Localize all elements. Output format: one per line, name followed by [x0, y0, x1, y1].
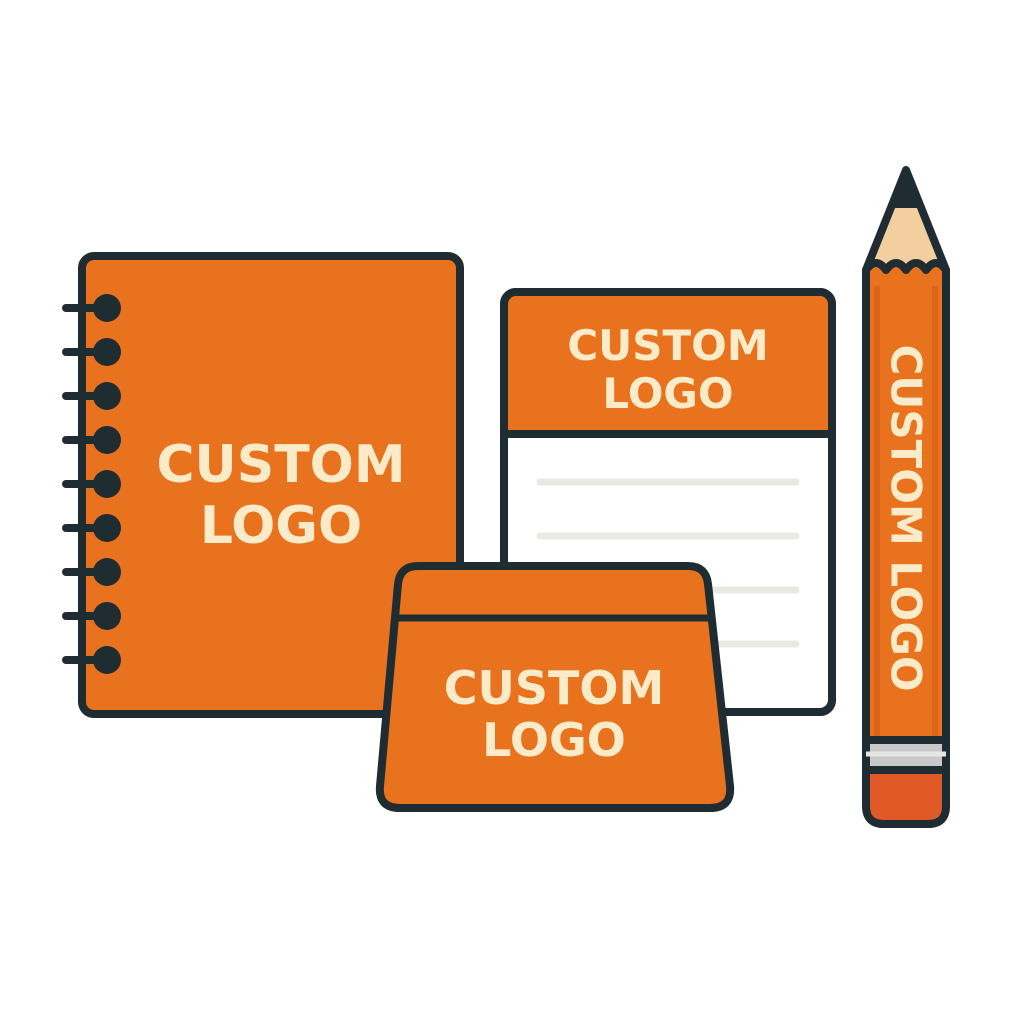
notepad-logo-line2: LOGO	[602, 369, 733, 418]
spiral-ring-hole	[93, 382, 121, 410]
spiral-ring-hole	[93, 558, 121, 586]
spiral-ring-hole	[93, 426, 121, 454]
spiral-ring-hole	[93, 646, 121, 674]
spiral-notebook-icon: CUSTOM LOGO	[62, 252, 464, 718]
notebook-logo-line2: LOGO	[200, 496, 362, 556]
pencil-icon: CUSTOM LOGO	[862, 166, 950, 828]
spiral-ring-hole	[93, 602, 121, 630]
pencil-barrel	[862, 259, 950, 748]
spiral-ring-hole	[93, 514, 121, 542]
spiral-ring-hole	[93, 470, 121, 498]
spiral-ring-hole	[93, 338, 121, 366]
pencil-logo: CUSTOM LOGO	[882, 344, 931, 691]
notebook-logo-line1: CUSTOM	[156, 435, 405, 495]
pencil-graphite-point	[890, 168, 922, 208]
card-holder-logo-line2: LOGO	[482, 713, 626, 767]
notepad-icon: CUSTOM LOGO	[500, 288, 836, 716]
pencil-eraser	[862, 766, 950, 828]
desk-card-holder-icon: CUSTOM LOGO	[375, 562, 735, 812]
notepad-logo-line1: CUSTOM	[567, 321, 768, 370]
spiral-ring-hole	[93, 294, 121, 322]
notebook-spiral	[62, 294, 121, 674]
notepad-header	[508, 296, 828, 432]
card-holder-body	[375, 562, 735, 812]
card-holder-logo-line1: CUSTOM	[444, 661, 665, 715]
